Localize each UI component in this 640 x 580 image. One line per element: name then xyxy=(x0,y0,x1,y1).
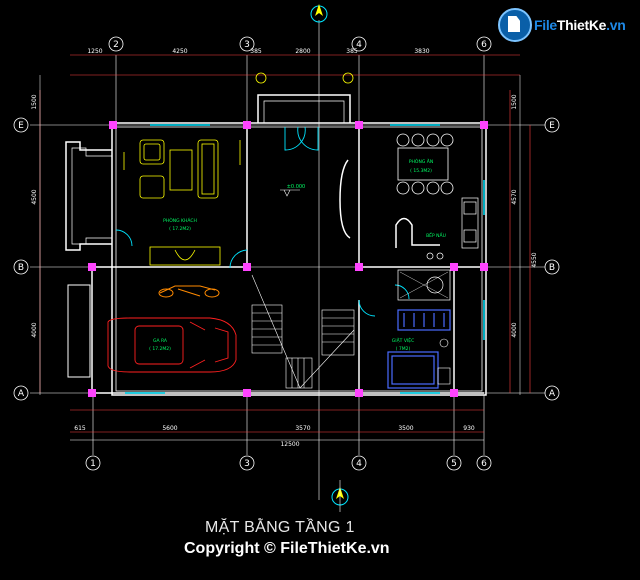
dim-top-6: 3830 xyxy=(414,48,429,55)
grid-label-e-right: E xyxy=(549,121,555,131)
room-label-living: PHÒNG KHÁCH xyxy=(163,217,197,224)
level-marker-text: ±0.000 xyxy=(287,184,306,190)
dim-total: 12500 xyxy=(280,441,299,448)
grid-label-b-right: B xyxy=(549,263,555,273)
dim-top-2: 4250 xyxy=(172,48,187,55)
dim-top-1: 1250 xyxy=(87,48,102,55)
dim-top-5: 385 xyxy=(346,48,358,55)
room-area-living: ( 17.2M2) xyxy=(169,226,191,232)
dining-table xyxy=(396,133,454,195)
dim-left-2: 4500 xyxy=(31,189,38,204)
plan-title: MẶT BẰNG TẦNG 1 xyxy=(205,519,355,536)
grid-label-1-bottom: 1 xyxy=(90,459,96,469)
dim-bottom-5: 930 xyxy=(463,425,475,432)
grid-label-4: 4 xyxy=(356,40,362,50)
grid-label-a-left: A xyxy=(18,389,25,399)
room-label-garage: GA RA xyxy=(153,338,168,344)
car-icon xyxy=(107,317,237,373)
living-room-furniture xyxy=(123,139,241,266)
grid-label-2: 2 xyxy=(113,40,119,50)
dim-right-2: 4570 xyxy=(511,189,518,204)
grid-label-3-bottom: 3 xyxy=(244,459,250,469)
staircase xyxy=(251,274,355,389)
dim-right-3: 4550 xyxy=(531,252,538,267)
grid-label-5-bottom: 5 xyxy=(451,459,457,469)
dim-bottom-4: 3500 xyxy=(398,425,413,432)
dim-left-1: 1500 xyxy=(31,94,38,109)
room-area-garage: ( 17.2M2) xyxy=(149,346,171,352)
north-arrow-icon xyxy=(310,4,328,23)
section-marker-icon xyxy=(331,480,349,512)
room-area-work: ( 7M2) xyxy=(396,346,411,352)
dim-right-1: 1500 xyxy=(511,94,518,109)
grid-label-6: 6 xyxy=(481,40,487,50)
dim-bottom-3: 3570 xyxy=(295,425,310,432)
dim-top-3: 385 xyxy=(250,48,262,55)
grid-label-a-right: A xyxy=(549,389,556,399)
kitchen-fixtures xyxy=(397,197,479,301)
grid-label-3: 3 xyxy=(244,40,250,50)
logo-text: FileThietKe.vn xyxy=(534,17,626,33)
grid-label-6-bottom: 6 xyxy=(481,459,487,469)
dim-right-4: 4000 xyxy=(511,322,518,337)
dim-left-3: 4000 xyxy=(31,322,38,337)
room-label-kitchen: BẾP NẤU xyxy=(426,231,446,239)
copyright-text: Copyright © FileThietKe.vn xyxy=(184,540,390,557)
dim-top-4: 2800 xyxy=(295,48,310,55)
room-area-dining: ( 15.3M2) xyxy=(410,168,432,174)
motorbike-icon xyxy=(158,285,220,298)
grid-label-b-left: B xyxy=(18,263,24,273)
dim-bottom-1: 615 xyxy=(74,425,86,432)
file-logo-icon xyxy=(498,8,532,42)
dim-bottom-2: 5600 xyxy=(162,425,177,432)
grid-label-4-bottom: 4 xyxy=(356,459,362,469)
bathroom-fixtures xyxy=(387,309,451,389)
filethietke-logo: FileThietKe.vn xyxy=(498,8,628,42)
grid-label-e-left: E xyxy=(18,121,24,131)
room-label-dining: PHÒNG ĂN xyxy=(409,158,433,165)
room-label-work: GIẶT VIỆC xyxy=(392,336,414,344)
